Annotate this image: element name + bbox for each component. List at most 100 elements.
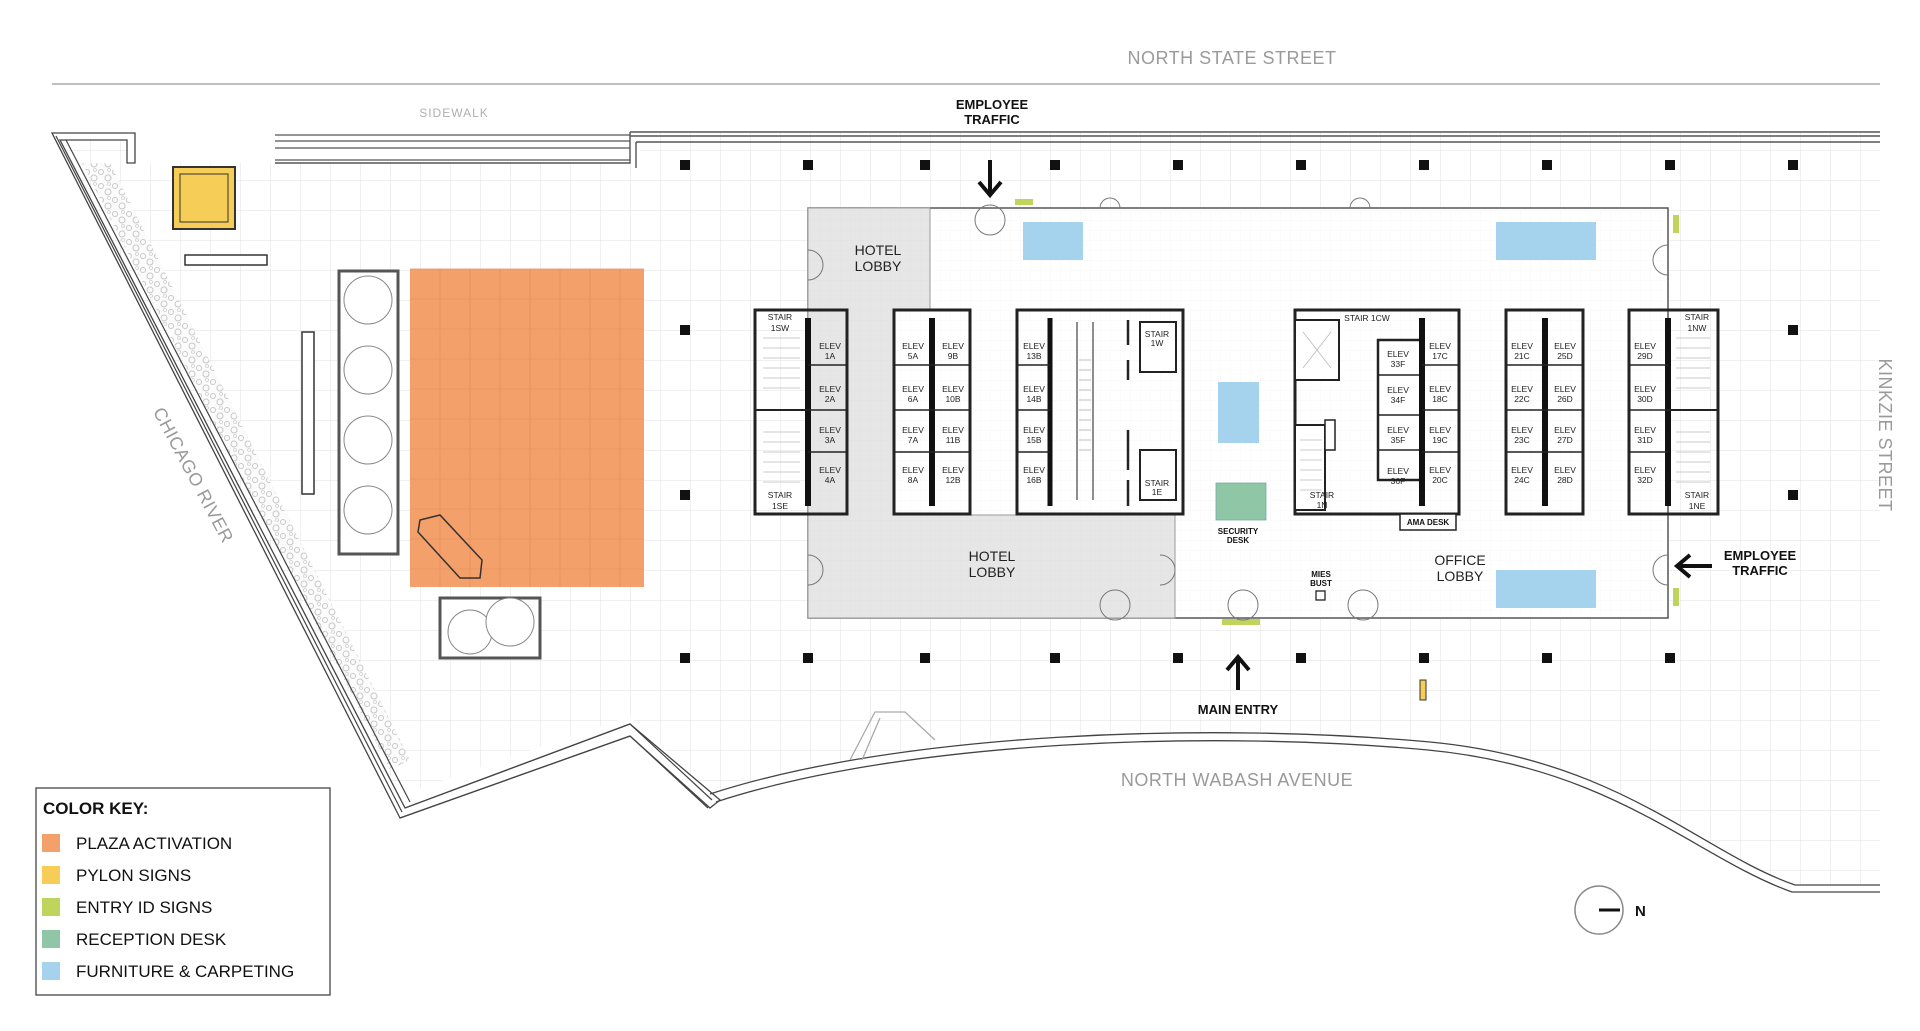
stair-1se-label-2: 1SE bbox=[772, 501, 788, 511]
stair-1sw-label-2: 1SW bbox=[771, 323, 789, 333]
color-key-swatches bbox=[42, 834, 60, 980]
elevator-word-bank6b-2: ELEV bbox=[1554, 425, 1576, 435]
employee-traffic-arrow-right bbox=[1673, 553, 1712, 579]
entry-sign-east-bottom bbox=[1673, 588, 1679, 606]
elevator-word-bank2b-3: ELEV bbox=[942, 465, 964, 475]
river-wall bbox=[50, 132, 722, 819]
mies-bust-label-1: MIES bbox=[1311, 570, 1331, 579]
elevator-id-1A: 1A bbox=[825, 351, 836, 361]
elevator-word-bank6b-1: ELEV bbox=[1554, 384, 1576, 394]
north-wabash-avenue-label: NORTH WABASH AVENUE bbox=[1121, 770, 1353, 790]
elevator-id-28D: 28D bbox=[1557, 475, 1573, 485]
north-state-street-label: NORTH STATE STREET bbox=[1127, 48, 1336, 68]
elevator-word-bank4-0: ELEV bbox=[1387, 349, 1409, 359]
elevator-word-bank7-1: ELEV bbox=[1634, 384, 1656, 394]
elevator-word-bank4-1: ELEV bbox=[1387, 385, 1409, 395]
elevator-id-32D: 32D bbox=[1637, 475, 1653, 485]
color-key-swatch-2 bbox=[42, 898, 60, 916]
stair-1w-label-2: 1W bbox=[1151, 338, 1164, 348]
main-entry-arrow bbox=[1225, 653, 1251, 690]
elevator-word-bank2b-1: ELEV bbox=[942, 384, 964, 394]
entry-sign-main bbox=[1222, 619, 1260, 625]
employee-traffic-right-label-1: EMPLOYEE bbox=[1724, 548, 1797, 563]
plaza-bench-top bbox=[184, 254, 268, 266]
elevator-id-9B: 9B bbox=[948, 351, 959, 361]
elevator-id-22C: 22C bbox=[1514, 394, 1530, 404]
plaza-activation-area bbox=[410, 269, 644, 587]
doors bbox=[807, 197, 1669, 621]
elevator-word-bank1-0: ELEV bbox=[819, 341, 841, 351]
elevator-word-bank2a-1: ELEV bbox=[902, 384, 924, 394]
elevator-id-33F: 33F bbox=[1391, 359, 1406, 369]
elevator-word-bank5-0: ELEV bbox=[1429, 341, 1451, 351]
color-key-label-2: ENTRY ID SIGNS bbox=[76, 898, 212, 917]
elevator-word-bank3-2: ELEV bbox=[1023, 425, 1045, 435]
employee-traffic-top-label-1: EMPLOYEE bbox=[956, 97, 1029, 112]
elevator-id-10B: 10B bbox=[945, 394, 960, 404]
elevator-word-bank1-3: ELEV bbox=[819, 465, 841, 475]
mies-bust-label-2: BUST bbox=[1310, 579, 1332, 588]
elevator-word-bank6a-3: ELEV bbox=[1511, 465, 1533, 475]
north-compass bbox=[1574, 885, 1624, 935]
elevator-id-2A: 2A bbox=[825, 394, 836, 404]
stair-1n-label-2: 1N bbox=[1317, 500, 1328, 510]
elevator-id-31D: 31D bbox=[1637, 435, 1653, 445]
elevator-word-bank1-1: ELEV bbox=[819, 384, 841, 394]
hotel-lobby-top-label-1: HOTEL bbox=[855, 242, 902, 258]
stair-1se-label-1: STAIR bbox=[768, 490, 792, 500]
elevator-labels: ELEV1AELEV2AELEV3AELEV4AELEV5AELEV6AELEV… bbox=[819, 341, 1656, 486]
stair-1ne-label-2: 1NE bbox=[1689, 501, 1706, 511]
elevator-id-3A: 3A bbox=[825, 435, 836, 445]
ama-desk-label: AMA DESK bbox=[1407, 518, 1450, 527]
stair-1w-label-1: STAIR bbox=[1145, 329, 1169, 339]
furniture-area-4 bbox=[1496, 570, 1596, 608]
elevator-word-bank3-0: ELEV bbox=[1023, 341, 1045, 351]
employee-traffic-right-label-2: TRAFFIC bbox=[1732, 563, 1788, 578]
elevator-id-17C: 17C bbox=[1432, 351, 1448, 361]
security-desk-label-2: DESK bbox=[1227, 536, 1249, 545]
elevator-word-bank6a-2: ELEV bbox=[1511, 425, 1533, 435]
pylon-sign-2 bbox=[1419, 679, 1427, 701]
furniture-area-3 bbox=[1218, 382, 1259, 443]
elevator-id-11B: 11B bbox=[946, 435, 961, 445]
stair-1e-label-1: STAIR bbox=[1145, 478, 1169, 488]
security-desk-label-1: SECURITY bbox=[1218, 527, 1259, 536]
stair-1cw-label: STAIR 1CW bbox=[1344, 313, 1390, 323]
color-key-swatch-3 bbox=[42, 930, 60, 948]
furniture-area-2 bbox=[1496, 222, 1596, 260]
elevator-word-bank5-2: ELEV bbox=[1429, 425, 1451, 435]
sidewalk-label: SIDEWALK bbox=[419, 106, 489, 120]
elevator-id-27D: 27D bbox=[1557, 435, 1573, 445]
plaza-bench bbox=[417, 514, 483, 579]
elevator-word-bank4-2: ELEV bbox=[1387, 425, 1409, 435]
security-desk bbox=[1215, 482, 1267, 521]
plaza-bench-left bbox=[301, 331, 315, 495]
elevator-id-20C: 20C bbox=[1432, 475, 1448, 485]
elevator-word-bank2a-2: ELEV bbox=[902, 425, 924, 435]
elevator-word-bank7-3: ELEV bbox=[1634, 465, 1656, 475]
stair-1nw-label-1: STAIR bbox=[1685, 312, 1709, 322]
elevator-id-29D: 29D bbox=[1637, 351, 1653, 361]
elevator-id-35F: 35F bbox=[1391, 435, 1406, 445]
employee-traffic-top-label-2: TRAFFIC bbox=[964, 112, 1020, 127]
color-key-swatch-4 bbox=[42, 962, 60, 980]
north-indicator-label: N bbox=[1635, 903, 1646, 920]
elevator-word-bank2a-0: ELEV bbox=[902, 341, 924, 351]
elevator-id-6A: 6A bbox=[908, 394, 919, 404]
kinkzie-street-label: KINKZIE STREET bbox=[1875, 358, 1895, 511]
structural-columns bbox=[680, 160, 1798, 663]
office-lobby-label-2: LOBBY bbox=[1437, 568, 1484, 584]
main-entry-label: MAIN ENTRY bbox=[1198, 702, 1279, 717]
color-key-title: COLOR KEY: bbox=[43, 799, 148, 818]
north-boundary-lines bbox=[52, 83, 1880, 168]
mies-bust bbox=[1315, 590, 1326, 601]
color-key-swatch-0 bbox=[42, 834, 60, 852]
furniture-area-1 bbox=[1023, 222, 1083, 260]
office-lobby-label-1: OFFICE bbox=[1434, 552, 1485, 568]
elevator-id-24C: 24C bbox=[1514, 475, 1530, 485]
color-key-label-3: RECEPTION DESK bbox=[76, 930, 227, 949]
entry-sign-top bbox=[1015, 199, 1033, 205]
elevator-word-bank7-2: ELEV bbox=[1634, 425, 1656, 435]
color-key-label-0: PLAZA ACTIVATION bbox=[76, 834, 232, 853]
